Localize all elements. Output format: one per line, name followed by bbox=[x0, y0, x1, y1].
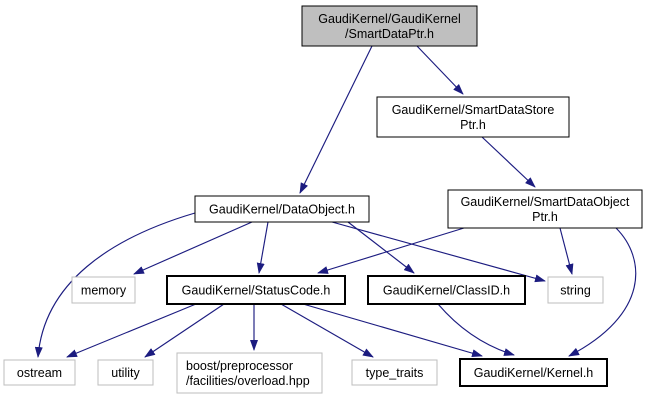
edge-dataobject-to-memory bbox=[133, 221, 253, 275]
edge-dataobject-to-string bbox=[331, 221, 546, 283]
node-label-boost-line2: /facilities/overload.hpp bbox=[186, 374, 310, 388]
node-label-smartdatastoreptr-line2: Ptr.h bbox=[460, 118, 486, 132]
node-dataobject[interactable]: GaudiKernel/DataObject.h bbox=[194, 195, 370, 223]
edge-smartdataobjectptr-to-statuscode bbox=[317, 227, 465, 274]
node-smartdataptr: GaudiKernel/GaudiKernel/SmartDataPtr.h bbox=[301, 5, 478, 47]
node-box-memory bbox=[71, 276, 136, 304]
edge-dataobject-to-classid bbox=[347, 221, 415, 274]
node-box-boost bbox=[176, 352, 323, 394]
node-ostream: ostream bbox=[3, 359, 76, 386]
node-box-smartdataobjectptr[interactable] bbox=[447, 189, 643, 229]
edge-smartdataobjectptr-to-kernel bbox=[568, 227, 637, 357]
node-box-dataobject[interactable] bbox=[194, 195, 370, 223]
edge-statuscode-to-utility bbox=[144, 303, 225, 358]
node-label-smartdataobjectptr-line1: GaudiKernel/SmartDataObject bbox=[461, 195, 630, 209]
node-label-statuscode: GaudiKernel/StatusCode.h bbox=[182, 284, 331, 298]
node-box-smartdataptr bbox=[301, 5, 478, 47]
node-box-type_traits bbox=[351, 359, 438, 386]
node-label-type_traits: type_traits bbox=[366, 366, 424, 380]
node-box-statuscode[interactable] bbox=[166, 275, 346, 305]
node-statuscode[interactable]: GaudiKernel/StatusCode.h bbox=[166, 275, 346, 305]
edge-smartdatastoreptr-to-smartdataobjectptr bbox=[481, 136, 536, 188]
node-label-string: string bbox=[560, 284, 591, 298]
node-label-smartdataobjectptr-line2: Ptr.h bbox=[532, 210, 558, 224]
edge-statuscode-to-ostream bbox=[66, 303, 197, 358]
node-label-ostream: ostream bbox=[17, 366, 62, 380]
node-label-dataobject: GaudiKernel/DataObject.h bbox=[209, 203, 355, 217]
edge-smartdataptr-to-smartdatastoreptr bbox=[416, 45, 464, 95]
node-box-string bbox=[547, 276, 604, 304]
edge-classid-to-kernel bbox=[437, 303, 515, 356]
edge-smartdataptr-to-dataobject bbox=[299, 45, 373, 194]
node-box-ostream bbox=[3, 359, 76, 386]
node-memory: memory bbox=[71, 276, 136, 304]
node-box-classid[interactable] bbox=[367, 275, 526, 305]
node-classid[interactable]: GaudiKernel/ClassID.h bbox=[367, 275, 526, 305]
node-boost: boost/preprocessor/facilities/overload.h… bbox=[176, 352, 323, 394]
edge-dataobject-to-ostream bbox=[34, 212, 196, 358]
node-label-kernel: GaudiKernel/Kernel.h bbox=[474, 366, 594, 380]
node-label-smartdataptr-line2: /SmartDataPtr.h bbox=[345, 27, 434, 41]
node-label-utility: utility bbox=[111, 366, 140, 380]
node-label-smartdataptr-line1: GaudiKernel/GaudiKernel bbox=[318, 12, 460, 26]
node-box-smartdatastoreptr[interactable] bbox=[376, 96, 570, 138]
edge-smartdataobjectptr-to-string bbox=[559, 227, 574, 275]
node-label-classid: GaudiKernel/ClassID.h bbox=[383, 284, 510, 298]
edge-statuscode-to-kernel bbox=[302, 303, 483, 358]
node-string: string bbox=[547, 276, 604, 304]
edge-dataobject-to-statuscode bbox=[256, 221, 269, 274]
node-box-utility bbox=[97, 359, 154, 386]
node-kernel[interactable]: GaudiKernel/Kernel.h bbox=[459, 358, 608, 387]
node-label-boost-line1: boost/preprocessor bbox=[186, 359, 293, 373]
edge-statuscode-to-type_traits bbox=[280, 303, 374, 358]
node-label-smartdatastoreptr-line1: GaudiKernel/SmartDataStore bbox=[392, 103, 555, 117]
node-utility: utility bbox=[97, 359, 154, 386]
node-box-kernel[interactable] bbox=[459, 358, 608, 387]
node-type_traits: type_traits bbox=[351, 359, 438, 386]
node-label-memory: memory bbox=[81, 284, 127, 298]
